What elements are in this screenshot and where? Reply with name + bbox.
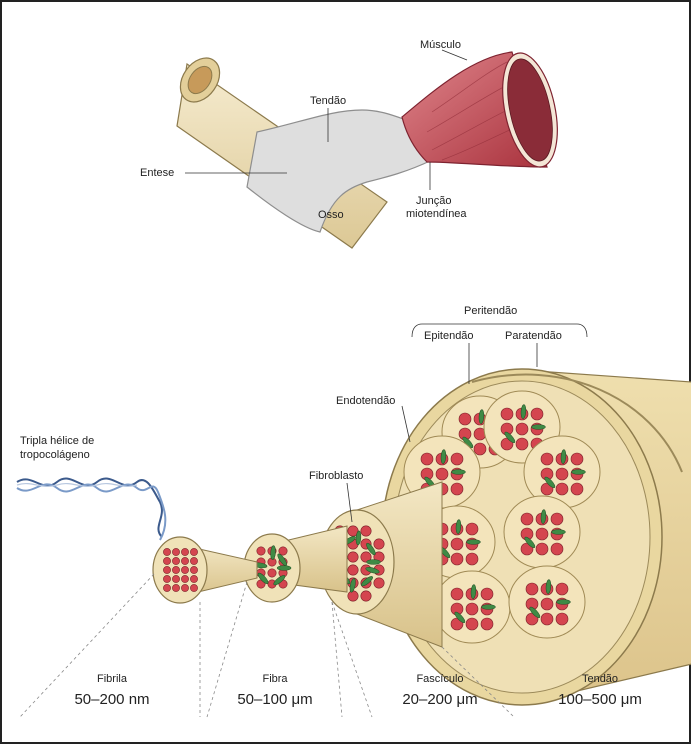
scale-fibrila-name: Fibrila (97, 673, 128, 685)
collagen-dot (172, 575, 179, 582)
collagen-dot (181, 584, 188, 591)
collagen-dot (172, 548, 179, 555)
collagen-dot (421, 453, 433, 465)
collagen-dot (551, 513, 563, 525)
collagen-dot (551, 543, 563, 555)
collagen-dot (474, 443, 486, 455)
collagen-dot (541, 453, 553, 465)
collagen-dot (436, 468, 448, 480)
collagen-dot (163, 557, 170, 564)
collagen-dot (451, 588, 463, 600)
collagen-dot (163, 548, 170, 555)
collagen-dot (459, 413, 471, 425)
collagen-dot (541, 613, 553, 625)
collagen-dot (466, 603, 478, 615)
label-juncao-1: Junção (416, 195, 451, 207)
collagen-dot (556, 483, 568, 495)
collagen-dot (374, 539, 384, 549)
fibroblast-cell (367, 560, 381, 565)
collagen-dot (163, 566, 170, 573)
collagen-dot (163, 575, 170, 582)
collagen-dot (451, 538, 463, 550)
fibroblast-cell (482, 605, 496, 610)
collagen-dot (516, 423, 528, 435)
scale-fasciculo-range: 20–200 μm (402, 691, 477, 708)
fibroblast-cell (277, 566, 291, 571)
collagen-dot (190, 566, 197, 573)
collagen-dot (172, 584, 179, 591)
label-tripla-1: Tripla hélice de (20, 435, 94, 447)
collagen-dot (348, 591, 358, 601)
label-endotendao: Endotendão (336, 395, 395, 407)
collagen-dot (541, 598, 553, 610)
collagen-dot (501, 408, 513, 420)
collagen-dot (556, 468, 568, 480)
collagen-dot (571, 453, 583, 465)
collagen-dot (531, 408, 543, 420)
collagen-dot (481, 618, 493, 630)
scale-tendao-range: 100–500 μm (558, 691, 642, 708)
collagen-dot (451, 483, 463, 495)
collagen-dot (536, 528, 548, 540)
label-musculo: Músculo (420, 39, 461, 51)
collagen-dot (172, 566, 179, 573)
collagen-dot (451, 553, 463, 565)
collagen-dot (374, 578, 384, 588)
collagen-dot (536, 543, 548, 555)
collagen-dot (348, 565, 358, 575)
collagen-dot (361, 591, 371, 601)
collagen-dot (190, 557, 197, 564)
collagen-dot (268, 569, 276, 577)
collagen-dot (348, 552, 358, 562)
collagen-dot (556, 583, 568, 595)
collagen-dot (466, 523, 478, 535)
collagen-dot (190, 575, 197, 582)
label-paratendao: Paratendão (505, 330, 562, 342)
collagen-dot (257, 547, 265, 555)
collagen-dot (181, 557, 188, 564)
collagen-dot (163, 584, 170, 591)
fibroblast-cell (452, 470, 466, 475)
fibroblast-cell (552, 530, 566, 535)
scale-fibra-range: 50–100 μm (237, 691, 312, 708)
label-osso: Osso (318, 209, 344, 221)
fibroblast-cell (532, 425, 546, 430)
fibroblast-cell (467, 540, 481, 545)
collagen-dot (481, 588, 493, 600)
fibroblast-cell (572, 470, 586, 475)
collagen-dot (172, 557, 179, 564)
collagen-dot (526, 583, 538, 595)
fibroblast-cell (557, 600, 571, 605)
label-tripla-2: tropocolágeno (20, 449, 90, 461)
scale-tendao-name: Tendão (582, 673, 618, 685)
collagen-dot (181, 548, 188, 555)
muscle (402, 48, 567, 172)
label-tendao-top: Tendão (310, 95, 346, 107)
collagen-dot (190, 548, 197, 555)
label-fibroblasto: Fibroblasto (309, 470, 363, 482)
collagen-dot (361, 526, 371, 536)
scale-fibra-name: Fibra (262, 673, 288, 685)
label-peritendao: Peritendão (464, 305, 517, 317)
collagen-dot (556, 613, 568, 625)
triple-helix (17, 479, 165, 540)
scale-fasciculo-name: Fascículo (416, 673, 463, 685)
collagen-dot (181, 566, 188, 573)
collagen-dot (190, 584, 197, 591)
collagen-dot (466, 618, 478, 630)
collagen-dot (451, 453, 463, 465)
collagen-dot (466, 553, 478, 565)
label-juncao-2: miotendínea (406, 208, 467, 220)
collagen-dot (516, 438, 528, 450)
collagen-dot (181, 575, 188, 582)
collagen-dot (571, 483, 583, 495)
scale-fibrila-range: 50–200 nm (74, 691, 149, 708)
label-entese: Entese (140, 167, 174, 179)
label-epitendao: Epitendão (424, 330, 474, 342)
collagen-dot (521, 513, 533, 525)
